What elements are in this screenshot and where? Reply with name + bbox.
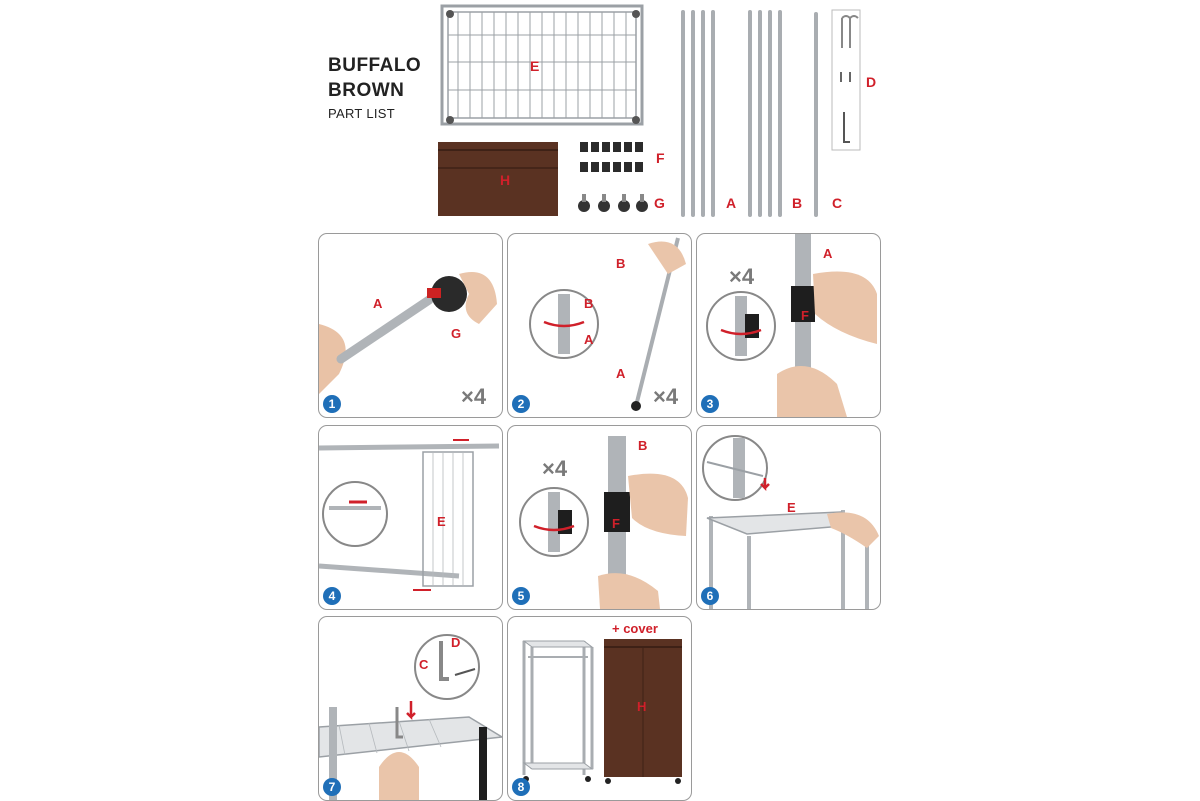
part-label-f: F xyxy=(656,150,665,166)
step-8-badge: 8 xyxy=(512,778,530,796)
poles-part-a xyxy=(681,10,715,217)
step-3-panel: A F ×4 3 xyxy=(696,233,881,418)
step-2-illustration xyxy=(529,237,686,411)
step-1-label-g: G xyxy=(451,326,462,341)
casters-part-g xyxy=(578,194,648,212)
step-5-label-b: B xyxy=(638,438,648,453)
step-5-label-f: F xyxy=(612,516,620,531)
step-2-multiplier: ×4 xyxy=(653,384,679,409)
part-label-a: A xyxy=(726,195,737,211)
cover-part-h xyxy=(438,142,558,216)
hardware-part-d xyxy=(831,9,861,151)
step-6-illustration xyxy=(702,435,879,609)
step-2-label-b-top: B xyxy=(616,256,626,271)
part-label-e: E xyxy=(530,58,540,74)
step-8-cover-note: + cover xyxy=(612,621,658,636)
step-5-illustration xyxy=(519,436,688,609)
part-list-area: E H F G A B C D xyxy=(430,0,890,225)
step-5-multiplier: ×4 xyxy=(542,456,568,481)
step-1-panel: A G ×4 1 xyxy=(318,233,503,418)
wire-shelf-part-e xyxy=(440,4,644,126)
step-3-multiplier: ×4 xyxy=(729,264,755,289)
step-7-illustration xyxy=(319,634,502,800)
step-2-panel: B B A A ×4 2 xyxy=(507,233,692,418)
step-6-label-e: E xyxy=(787,500,796,515)
step-2-label-a-inset: A xyxy=(584,332,594,347)
step-2-badge: 2 xyxy=(512,395,530,413)
step-4-illustration xyxy=(319,439,500,591)
brand-line-2: BROWN xyxy=(328,80,405,101)
part-label-b: B xyxy=(792,195,803,211)
step-5-badge: 5 xyxy=(512,587,530,605)
step-1-multiplier: ×4 xyxy=(461,384,487,409)
step-8-illustration xyxy=(522,639,682,784)
part-label-c: C xyxy=(832,195,843,211)
step-3-label-f: F xyxy=(801,308,809,323)
step-2-label-a-bottom: A xyxy=(616,366,626,381)
step-2-label-b-inset: B xyxy=(584,296,594,311)
step-3-illustration xyxy=(706,234,877,417)
step-7-badge: 7 xyxy=(323,778,341,796)
step-1-badge: 1 xyxy=(323,395,341,413)
brand-title: BUFFALO BROWN xyxy=(328,53,421,103)
part-label-g: G xyxy=(654,195,665,211)
step-6-panel: E 6 xyxy=(696,425,881,610)
part-label-h: H xyxy=(500,172,511,188)
parts-illustration xyxy=(438,4,861,217)
step-4-panel: E 4 xyxy=(318,425,503,610)
poles-part-b xyxy=(748,10,782,217)
step-6-badge: 6 xyxy=(701,587,719,605)
step-7-label-c: C xyxy=(419,657,429,672)
step-3-badge: 3 xyxy=(701,395,719,413)
step-4-label-e: E xyxy=(437,514,446,529)
step-7-panel: C D 7 xyxy=(318,616,503,801)
step-3-label-a: A xyxy=(823,246,833,261)
connectors-part-f xyxy=(580,142,643,172)
step-1-illustration xyxy=(319,272,497,394)
step-8-label-h: H xyxy=(637,699,647,714)
step-5-panel: B F ×4 5 xyxy=(507,425,692,610)
step-8-panel: + cover H 8 xyxy=(507,616,692,801)
part-label-d: D xyxy=(866,74,877,90)
step-1-label-a: A xyxy=(373,296,383,311)
brand-line-1: BUFFALO xyxy=(328,55,422,76)
step-4-badge: 4 xyxy=(323,587,341,605)
step-7-label-d: D xyxy=(451,635,461,650)
part-list-heading: PART LIST xyxy=(328,106,396,121)
